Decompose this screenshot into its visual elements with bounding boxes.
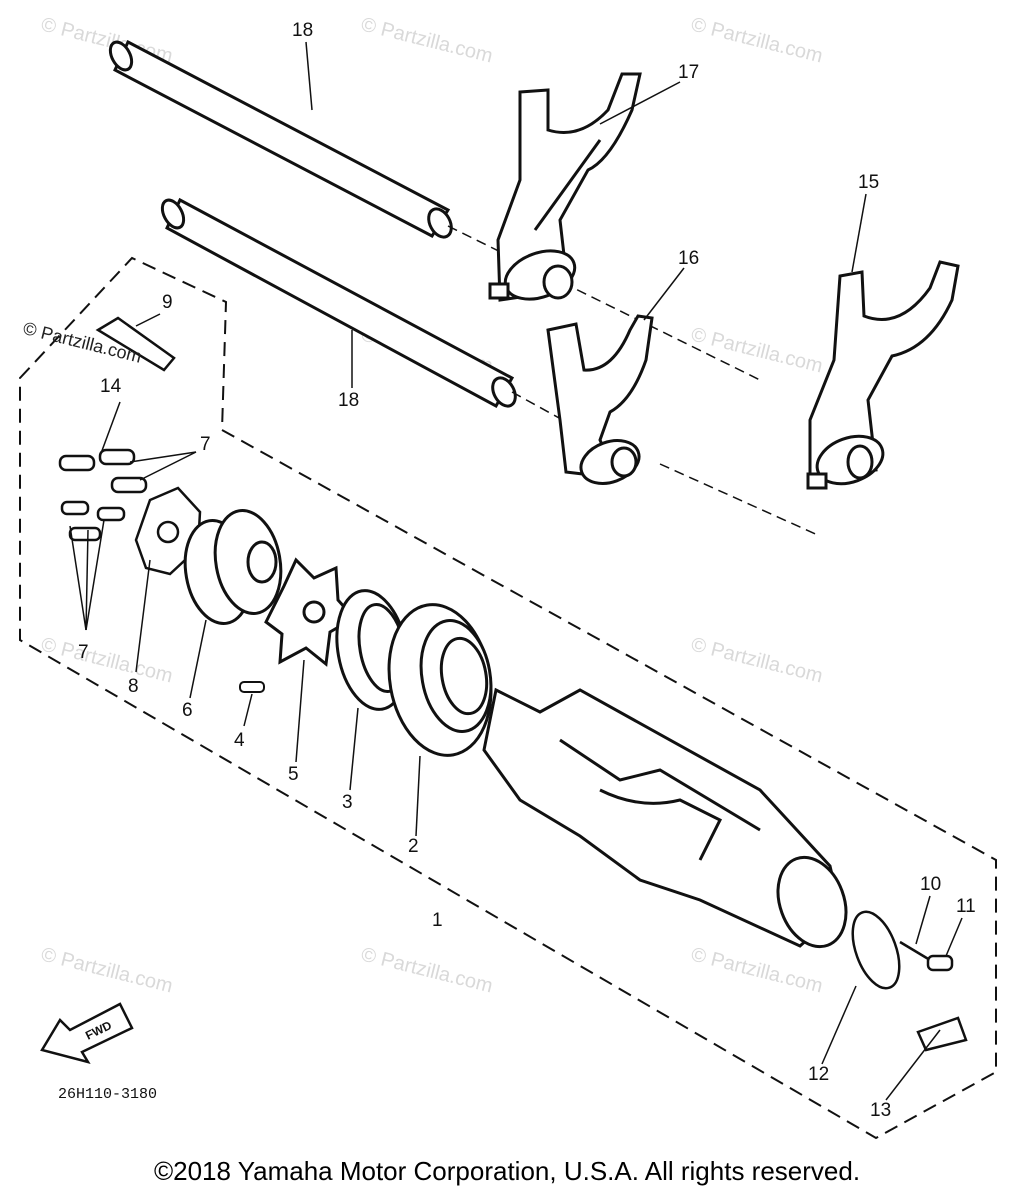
- callout-1: 1: [432, 910, 443, 931]
- callout-15: 15: [858, 172, 879, 193]
- shift-fork-shaft-lower: [160, 197, 517, 409]
- callout-8: 8: [128, 676, 139, 697]
- shift-cam: [482, 687, 848, 949]
- leader-lines: [69, 41, 963, 1101]
- callout-4: 4: [234, 730, 245, 751]
- callout-6: 6: [182, 700, 193, 721]
- watermark: © Partzilla.com: [359, 944, 495, 998]
- callout-18: 18: [338, 390, 359, 411]
- callout-12: 12: [808, 1064, 829, 1085]
- callout-17: 17: [678, 62, 699, 83]
- callout-16: 16: [678, 248, 699, 269]
- copyright-footer: ©2018 Yamaha Motor Corporation, U.S.A. A…: [153, 1156, 861, 1186]
- pin-4: [239, 681, 265, 693]
- callout-18: 18: [292, 20, 313, 41]
- shift-cam-segment: [183, 508, 283, 626]
- shift-fork-shaft-upper: [108, 39, 453, 239]
- watermark: © Partzilla.com: [39, 944, 175, 998]
- watermark: © Partzilla.com: [689, 944, 825, 998]
- callout-10: 10: [920, 874, 941, 895]
- watermark: © Partzilla.com: [39, 634, 175, 688]
- fwd-arrow: FWD: [40, 1002, 134, 1064]
- callout-11: 11: [956, 896, 976, 917]
- watermark: © Partzilla.com: [689, 634, 825, 688]
- callout-5: 5: [288, 764, 299, 785]
- watermark: © Partzilla.com: [359, 14, 495, 68]
- neutral-switch-parts: [851, 910, 968, 1052]
- callout-7: 7: [78, 642, 89, 663]
- callout-3: 3: [342, 792, 353, 813]
- callout-labels: 18 18 17 15 16 9 14 7 7 8 6 4 5 3 2 1 10…: [78, 20, 976, 1121]
- shift-fork-15: [806, 260, 960, 490]
- diagram-code: 26H110-3180: [58, 1086, 157, 1103]
- shift-fork-17: [488, 72, 642, 302]
- callout-13: 13: [870, 1100, 891, 1121]
- dowel-pins: [58, 316, 176, 542]
- shift-fork-16: [546, 314, 654, 485]
- watermark: © Partzilla.com: [689, 14, 825, 68]
- callout-2: 2: [408, 836, 419, 857]
- assembly-boundary: [19, 256, 997, 1140]
- bearing: [387, 603, 493, 757]
- callout-9: 9: [162, 292, 173, 313]
- watermark: © Partzilla.com: [689, 324, 825, 378]
- callout-14: 14: [100, 376, 122, 397]
- callout-7: 7: [200, 434, 211, 455]
